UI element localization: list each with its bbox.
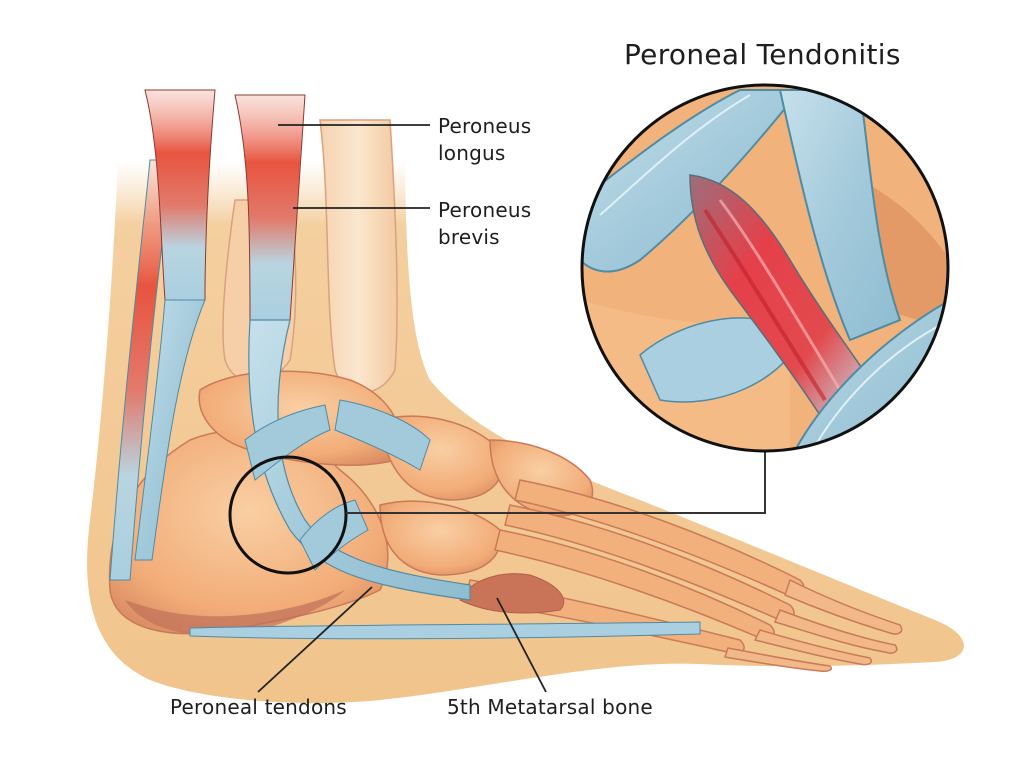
label-peroneus-longus: Peroneus longus (438, 113, 531, 167)
leader-fifth-metatarsal (496, 597, 547, 693)
label-line: brevis (438, 225, 500, 249)
diagram-title: Peroneal Tendonitis (624, 38, 901, 71)
label-line: Peroneus (438, 198, 532, 222)
cuboid-bone (379, 500, 502, 576)
leader-peroneal-tendons (257, 586, 373, 693)
label-fifth-metatarsal: 5th Metatarsal bone (447, 695, 653, 719)
magnified-inset (582, 85, 948, 451)
peroneal-tendons-2 (134, 299, 206, 561)
heel-shadow (125, 590, 345, 636)
inferior-retinaculum (334, 399, 431, 471)
label-peroneal-tendons: Peroneal tendons (170, 695, 347, 719)
callout-connector (346, 451, 766, 514)
plantar-fascia (189, 621, 701, 640)
label-line: longus (438, 141, 506, 165)
label-line: Peroneus (438, 114, 532, 138)
toe-phalanges (724, 578, 903, 672)
achilles-tendon (109, 159, 173, 581)
inset-circle-border (580, 83, 950, 453)
label-peroneus-brevis: Peroneus brevis (438, 197, 531, 251)
source-callout-circle (228, 455, 348, 575)
